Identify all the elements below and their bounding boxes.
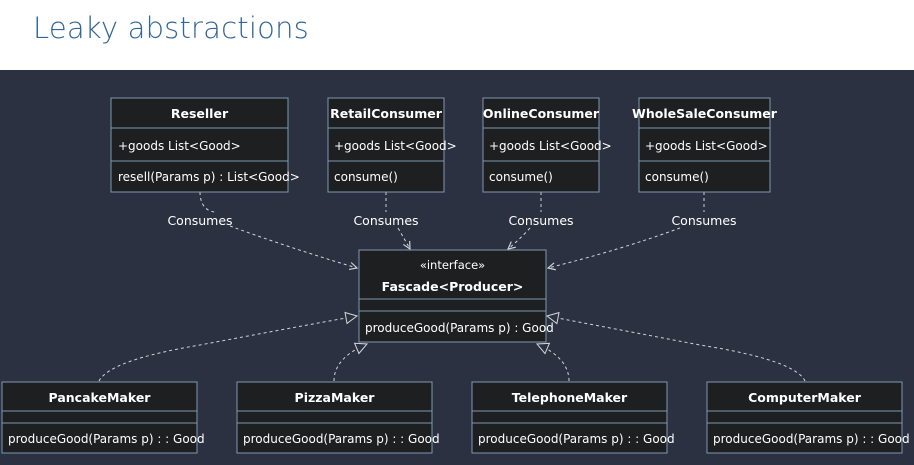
class-fascade-interface[interactable]: «interface» Fascade<Producer> produceGoo… — [358, 249, 554, 343]
class-stereotype: «interface» — [420, 258, 485, 272]
class-box — [1, 381, 198, 454]
consumes-edges — [199, 191, 705, 268]
class-method: consume() — [645, 170, 709, 184]
class-pizza-maker[interactable]: PizzaMaker produceGood(Params p) : : Goo… — [236, 381, 440, 454]
slide-title: Leaky abstractions — [33, 11, 309, 45]
class-name: PizzaMaker — [295, 390, 376, 405]
class-name: Reseller — [171, 106, 229, 121]
class-attribute: +goods List<Good> — [118, 139, 241, 153]
class-retail-consumer[interactable]: RetailConsumer +goods List<Good> consume… — [327, 97, 457, 193]
class-method: produceGood(Params p) : : Good — [8, 432, 205, 446]
class-method: produceGood(Params p) : : Good — [713, 432, 910, 446]
class-reseller[interactable]: Reseller +goods List<Good> resell(Params… — [110, 97, 300, 193]
edge-telephone-implements-fascade — [537, 344, 570, 382]
edge-pancake-implements-fascade — [98, 316, 357, 382]
class-method: consume() — [334, 170, 398, 184]
class-box — [706, 381, 903, 454]
class-box — [482, 97, 600, 193]
class-box — [327, 97, 445, 193]
edge-computer-implements-fascade — [547, 316, 806, 382]
class-method: resell(Params p) : List<Good> — [118, 170, 300, 184]
realization-edges — [98, 316, 806, 382]
class-attribute: +goods List<Good> — [334, 139, 457, 153]
edge-retail-consumes-arrow — [397, 227, 410, 249]
class-box — [638, 97, 771, 193]
edge-reseller-to-fascade — [199, 191, 216, 213]
edge-label-online: Consumes — [508, 213, 573, 228]
edge-reseller-consumes-arrow — [229, 225, 357, 268]
class-name: WholeSaleConsumer — [632, 106, 778, 121]
class-box — [236, 381, 433, 454]
edge-label-reseller: Consumes — [167, 213, 232, 228]
class-name: Fascade<Producer> — [382, 279, 524, 294]
consumes-labels: Consumes Consumes Consumes Consumes — [167, 213, 736, 228]
edge-label-retail: Consumes — [353, 213, 418, 228]
class-online-consumer[interactable]: OnlineConsumer +goods List<Good> consume… — [482, 97, 612, 193]
class-name: RetailConsumer — [330, 106, 443, 121]
class-method: produceGood(Params p) : : Good — [243, 432, 440, 446]
edge-label-wholesale: Consumes — [671, 213, 736, 228]
edge-wholesale-consumes-arrow — [548, 227, 681, 268]
class-name: TelephoneMaker — [512, 390, 628, 405]
class-method: produceGood(Params p) : Good — [365, 321, 554, 335]
class-name: PancakeMaker — [49, 390, 152, 405]
class-attribute: +goods List<Good> — [645, 139, 768, 153]
class-computer-maker[interactable]: ComputerMaker produceGood(Params p) : : … — [706, 381, 910, 454]
class-name: ComputerMaker — [748, 390, 862, 405]
edge-online-consumes-arrow — [508, 227, 531, 249]
class-telephone-maker[interactable]: TelephoneMaker produceGood(Params p) : :… — [471, 381, 675, 454]
class-method: consume() — [489, 170, 553, 184]
class-pancake-maker[interactable]: PancakeMaker produceGood(Params p) : : G… — [1, 381, 205, 454]
edge-pizza-implements-fascade — [333, 344, 367, 382]
class-attribute: +goods List<Good> — [489, 139, 612, 153]
class-box — [358, 249, 547, 343]
class-box — [471, 381, 668, 454]
class-wholesale-consumer[interactable]: WholeSaleConsumer +goods List<Good> cons… — [632, 97, 778, 193]
class-name: OnlineConsumer — [483, 106, 600, 121]
class-method: produceGood(Params p) : : Good — [478, 432, 675, 446]
class-box — [110, 97, 289, 193]
